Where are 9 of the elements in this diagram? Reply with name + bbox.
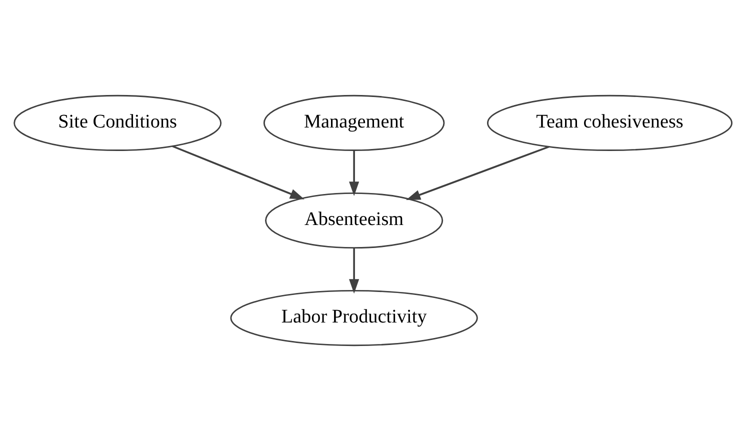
node-ellipse: Site Conditions [14, 94, 222, 151]
arrow [349, 150, 360, 196]
node-ellipse: Labor Productivity [230, 290, 478, 346]
node-ellipse: Team cohesiveness [487, 94, 732, 151]
node-ellipse: Absenteeism [265, 192, 444, 249]
arrow [406, 146, 550, 200]
node-ellipse: Management [263, 94, 445, 151]
arrow [349, 248, 360, 294]
arrow [172, 145, 304, 200]
